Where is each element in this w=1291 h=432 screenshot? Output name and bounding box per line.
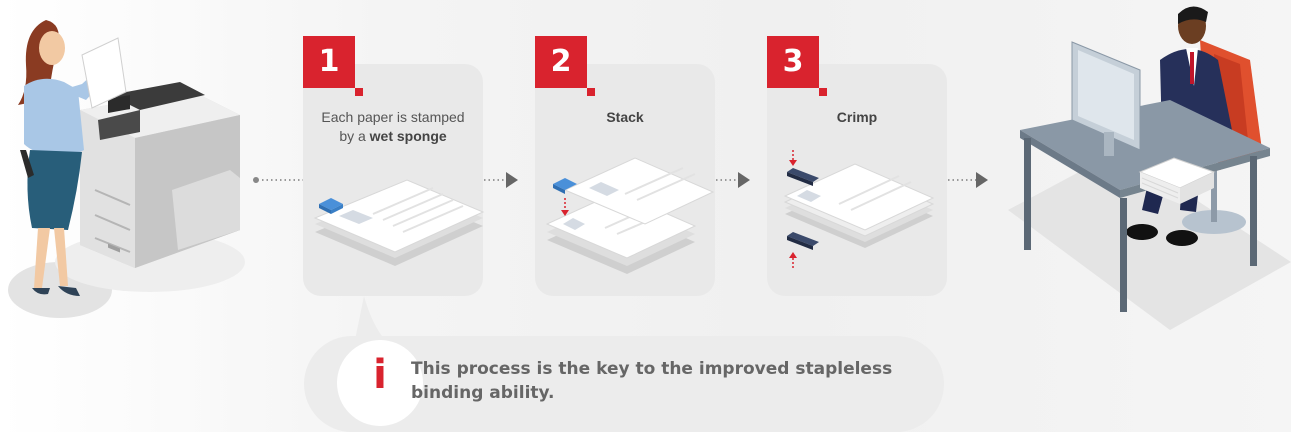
step-3-badge: 3 — [767, 36, 827, 96]
businessman-desk-illustration — [1008, 6, 1291, 330]
crimp-clip-icon — [787, 168, 819, 182]
info-icon: i — [337, 340, 423, 426]
step-2-card: Stack — [535, 64, 715, 296]
step-1-card: Each paper is stamped by a wet sponge — [303, 64, 485, 296]
stamped-paper-stack-icon — [313, 179, 485, 266]
stacking-papers-icon — [545, 157, 715, 274]
step-2-title: Stack — [606, 109, 644, 125]
woman-printer-illustration — [8, 20, 245, 318]
flow-arrow-icon — [484, 172, 518, 188]
flow-arrow-icon — [716, 172, 750, 188]
step-1-badge: 1 — [303, 36, 363, 96]
step-3-card: Crimp — [767, 64, 947, 296]
step-2-badge: 2 — [535, 36, 595, 96]
flow-connector-start — [253, 177, 304, 183]
crimped-paper-stack-icon — [783, 150, 935, 268]
step-3-title: Crimp — [836, 109, 878, 125]
info-text: This process is the key to the improved … — [411, 359, 893, 403]
step-1-description: Each paper is stamped by a wet sponge — [321, 109, 465, 144]
flow-arrow-icon — [948, 172, 988, 188]
crimp-clip-icon — [787, 232, 819, 246]
